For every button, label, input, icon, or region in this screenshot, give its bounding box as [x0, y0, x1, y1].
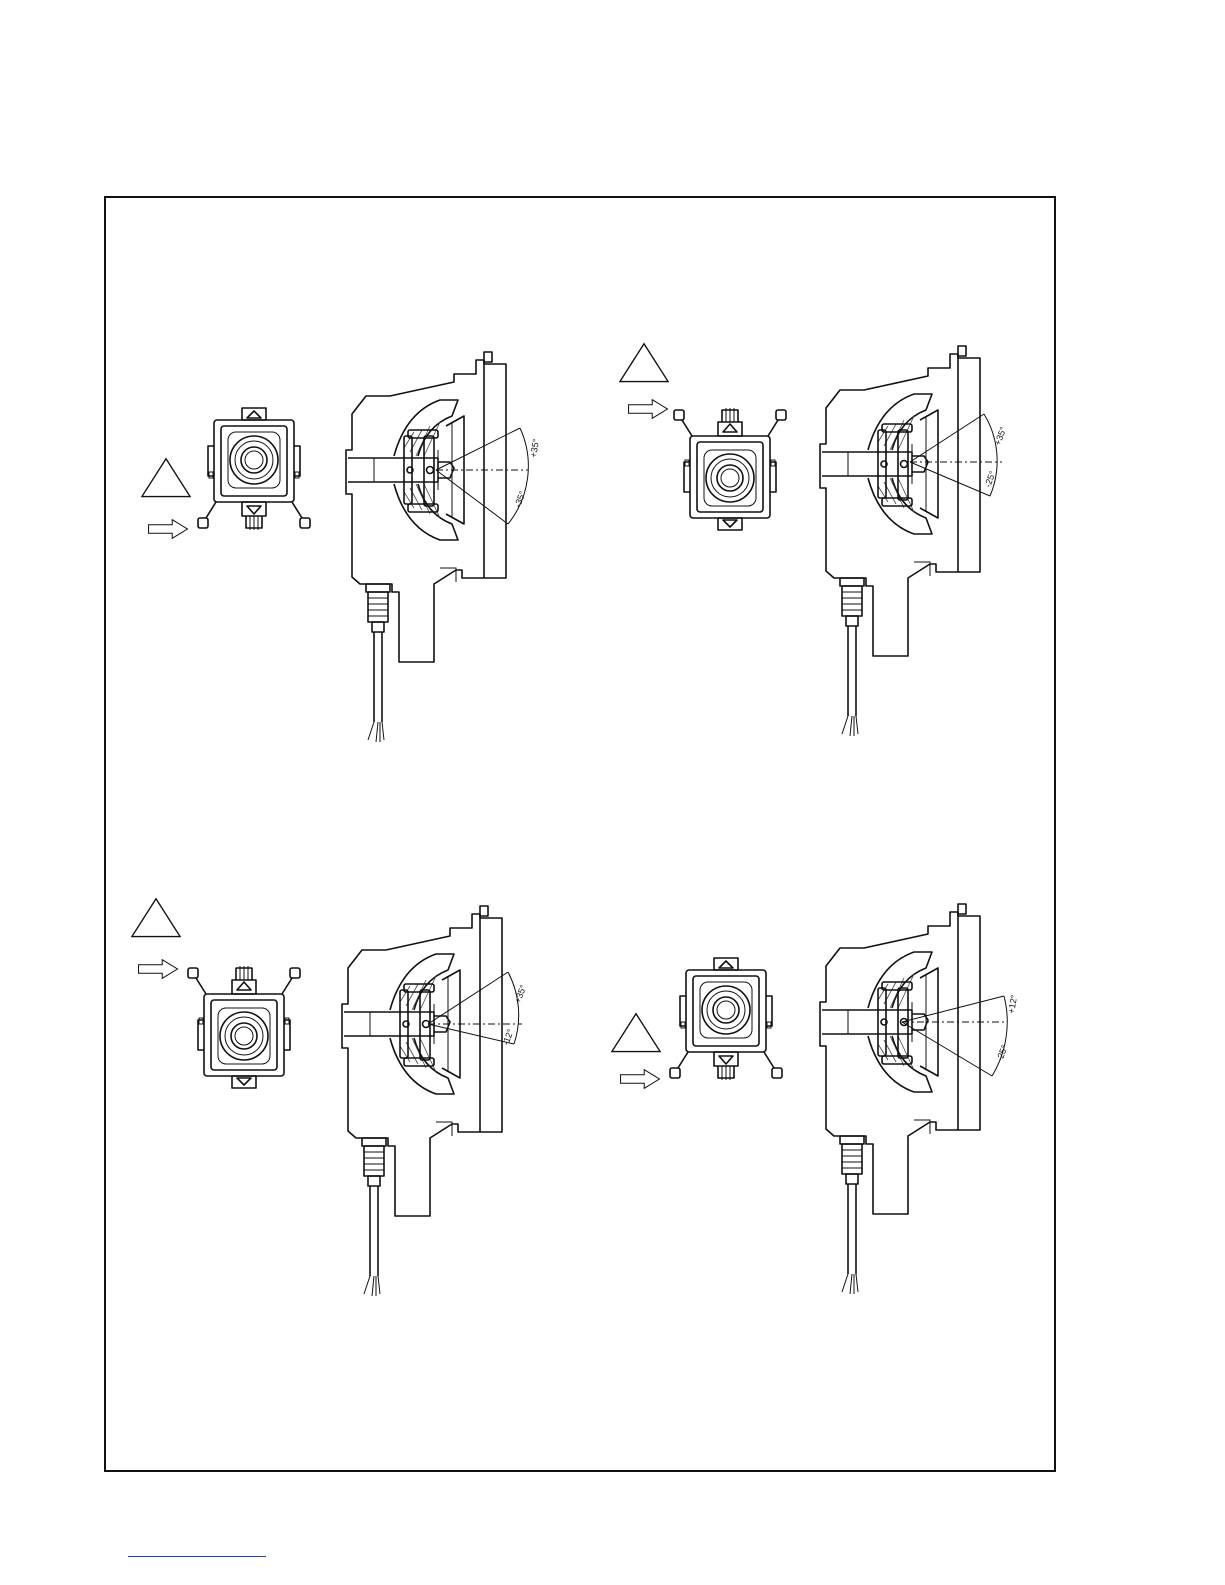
angle-down-label: -25°	[994, 1043, 1009, 1062]
adapter-front-view	[188, 966, 300, 1088]
warning-triangle-icon	[132, 899, 180, 937]
angle-up-label: +35°	[528, 438, 541, 459]
housing-side-view	[342, 906, 502, 1296]
angle-up-label: +35°	[992, 425, 1008, 447]
insert-arrow-icon	[149, 520, 188, 539]
insert-arrow-icon	[139, 960, 178, 979]
housing-side-view	[820, 904, 980, 1294]
diagram-tl: +35° -35°	[142, 352, 541, 742]
angle-down-label: -35°	[512, 489, 527, 508]
warning-triangle-icon	[620, 344, 668, 382]
angle-up-label: +12°	[1006, 994, 1019, 1015]
angle-up-label: +35°	[512, 983, 528, 1005]
adapter-front-view	[670, 958, 782, 1080]
insert-arrow-icon	[621, 1070, 660, 1089]
adapter-front-view	[198, 408, 310, 530]
tilt-angle-indicator: +12° -25°	[902, 994, 1019, 1076]
adapter-front-view	[674, 408, 786, 530]
tilt-angle-indicator: +35° -25°	[910, 414, 1008, 496]
diagram-tr: +35° -25°	[620, 344, 1009, 736]
tilt-angle-indicator: +35° -12°	[428, 972, 528, 1047]
housing-side-view	[346, 352, 506, 742]
warning-triangle-icon	[612, 1014, 660, 1052]
housing-side-view	[820, 346, 980, 736]
diagram-bl: +35° -12°	[132, 899, 529, 1296]
warning-triangle-icon	[142, 459, 190, 497]
insert-arrow-icon	[629, 400, 668, 419]
diagram-br: +12° -25°	[612, 904, 1019, 1294]
